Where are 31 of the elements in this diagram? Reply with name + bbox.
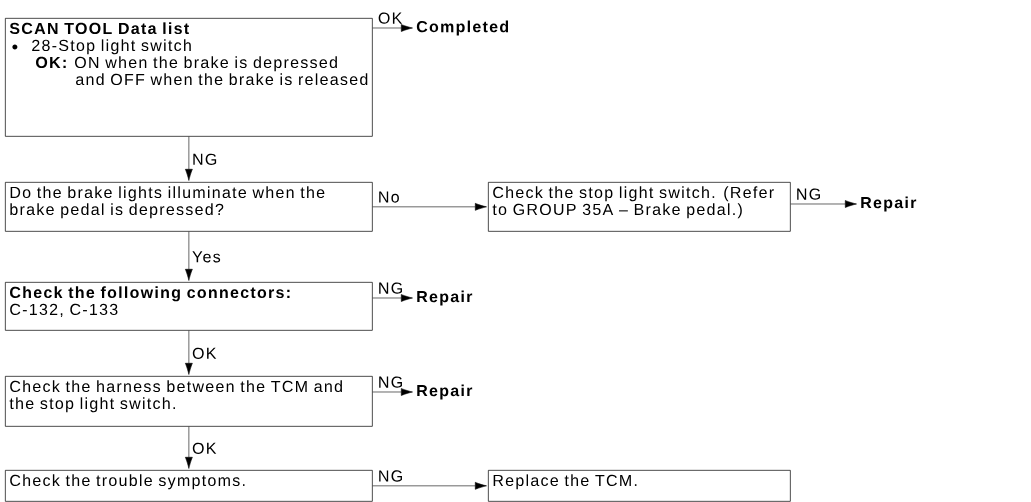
process-box: Check the stop light switch. (Refer to GROUP 35A – Brake pedal.)	[488, 182, 791, 232]
process-box: Check the trouble symptoms.	[5, 469, 373, 502]
edge-label: NG	[379, 470, 402, 482]
result-text: Repair	[417, 384, 473, 400]
process-box: Do the brake lights illuminate when the brake pedal is depressed?	[5, 182, 373, 232]
edge-label: NG	[193, 153, 217, 165]
edge-label: OK	[192, 347, 217, 359]
result-text: Repair	[417, 290, 473, 306]
edge-label: NG	[379, 376, 402, 388]
arrow	[372, 482, 487, 490]
arrow	[185, 231, 193, 281]
edge-label: No	[379, 191, 399, 203]
arrow	[372, 24, 413, 32]
arrow	[790, 200, 857, 208]
process-box: Replace the TCM.	[488, 469, 791, 502]
process-box: Check the harness between the TCM and the stop light switch.	[5, 376, 373, 427]
arrow	[372, 203, 487, 211]
result-text: Repair	[861, 196, 917, 212]
edge-label: NG	[797, 188, 820, 200]
arrow	[372, 294, 413, 302]
arrow	[185, 426, 193, 469]
process-box: Check the following connectors: C-132, C-133	[5, 282, 373, 331]
process-box: SCAN TOOL Data list 28-Stop light switch OK: ON when the brake is depressed and OFF when the brake is released	[5, 18, 373, 137]
edge-label: NG	[379, 282, 402, 294]
arrow	[185, 136, 193, 181]
arrow	[372, 388, 413, 396]
edge-label: Yes	[192, 251, 221, 263]
edge-label: OK	[192, 442, 217, 454]
arrow	[185, 330, 193, 375]
edge-label: OK	[378, 12, 403, 24]
result-text: Completed	[416, 20, 509, 36]
